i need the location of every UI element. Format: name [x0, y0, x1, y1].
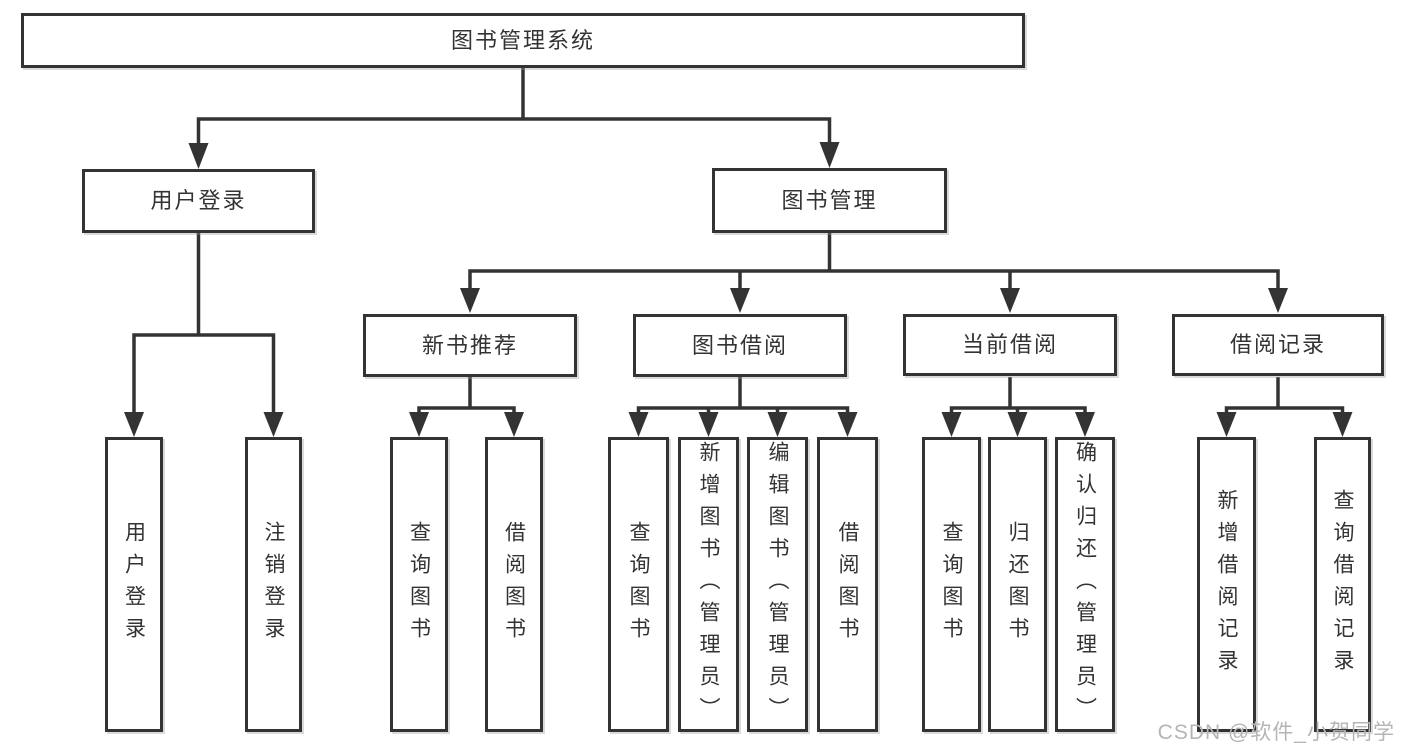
node-book-management-label: 图书管理 — [781, 187, 878, 213]
leaf-borrow-books-recommend-label: 借阅图书 — [502, 520, 526, 649]
arrowhead — [819, 142, 840, 168]
leaf-query-books-borrow-label: 查询图书 — [627, 520, 650, 649]
leaf-query-books-current-label: 查询图书 — [940, 520, 963, 649]
leaf-borrow-books-label: 借阅图书 — [836, 520, 859, 649]
leaf-add-book-admin-label: 新增图书（管理员） — [697, 440, 720, 729]
leaf-user-login: 用户登录 — [105, 437, 163, 732]
node-book-borrow: 图书借阅 — [633, 314, 847, 377]
arrowhead — [1000, 288, 1020, 313]
leaf-edit-book-admin: 编辑图书（管理员） — [747, 437, 808, 732]
leaf-edit-book-admin-label: 编辑图书（管理员） — [766, 440, 789, 729]
leaf-add-borrow-record: 新增借阅记录 — [1197, 437, 1256, 732]
connector-root-to-level1 — [188, 68, 840, 169]
node-new-book-recommend: 新书推荐 — [363, 314, 577, 377]
leaf-borrow-books-recommend: 借阅图书 — [485, 437, 543, 732]
arrowhead — [1268, 288, 1288, 313]
leaf-return-book: 归还图书 — [988, 437, 1047, 732]
arrowhead — [837, 412, 858, 437]
leaf-confirm-return-admin-label: 确认归还（管理员） — [1073, 440, 1097, 729]
leaf-query-books-recommend: 查询图书 — [390, 437, 448, 732]
connector-current-borrow — [941, 377, 1095, 437]
arrowhead — [504, 412, 524, 437]
leaf-query-books-current: 查询图书 — [922, 437, 981, 732]
leaf-return-book-label: 归还图书 — [1006, 520, 1029, 649]
node-user-login-label: 用户登录 — [150, 188, 247, 213]
arrowhead — [698, 412, 719, 437]
connector-new-book-recommend — [409, 377, 524, 437]
arrowhead — [1007, 412, 1028, 437]
arrowhead — [124, 412, 144, 437]
connector-book-borrow — [628, 377, 858, 437]
node-user-login: 用户登录 — [82, 169, 315, 233]
node-book-borrow-label: 图书借阅 — [691, 332, 788, 358]
leaf-query-borrow-record-label: 查询借阅记录 — [1331, 488, 1354, 681]
connector-borrow-records — [1216, 377, 1353, 437]
leaf-add-borrow-record-label: 新增借阅记录 — [1215, 488, 1238, 681]
arrowhead — [188, 143, 209, 169]
leaf-borrow-books: 借阅图书 — [817, 437, 878, 732]
leaf-confirm-return-admin: 确认归还（管理员） — [1055, 437, 1115, 732]
connector-book-management — [460, 233, 1288, 313]
node-current-borrow: 当前借阅 — [903, 314, 1117, 376]
arrowhead — [263, 412, 284, 437]
arrowhead — [941, 412, 962, 437]
node-book-management: 图书管理 — [712, 168, 947, 233]
arrowhead — [1216, 412, 1237, 437]
leaf-query-books-borrow: 查询图书 — [608, 437, 669, 732]
leaf-logout: 注销登录 — [245, 437, 302, 732]
node-root: 图书管理系统 — [21, 13, 1025, 68]
node-borrow-records: 借阅记录 — [1172, 314, 1384, 376]
node-borrow-records-label: 借阅记录 — [1229, 332, 1326, 357]
node-new-book-recommend-label: 新书推荐 — [421, 332, 518, 358]
arrowhead — [767, 412, 788, 437]
node-root-label: 图书管理系统 — [450, 27, 595, 53]
leaf-query-books-recommend-label: 查询图书 — [407, 520, 431, 649]
leaf-add-book-admin: 新增图书（管理员） — [678, 437, 739, 732]
arrowhead — [1075, 412, 1095, 437]
arrowhead — [628, 412, 649, 437]
arrowhead — [1332, 412, 1353, 437]
arrowhead — [730, 288, 750, 313]
leaf-logout-label: 注销登录 — [262, 520, 285, 649]
node-current-borrow-label: 当前借阅 — [961, 332, 1058, 357]
arrowhead — [460, 288, 480, 313]
leaf-user-login-label: 用户登录 — [122, 520, 146, 649]
arrowhead — [409, 412, 429, 437]
leaf-query-borrow-record: 查询借阅记录 — [1314, 437, 1371, 732]
watermark: CSDN @软件_小贺同学 — [1157, 721, 1395, 744]
connector-user-login — [124, 233, 284, 437]
